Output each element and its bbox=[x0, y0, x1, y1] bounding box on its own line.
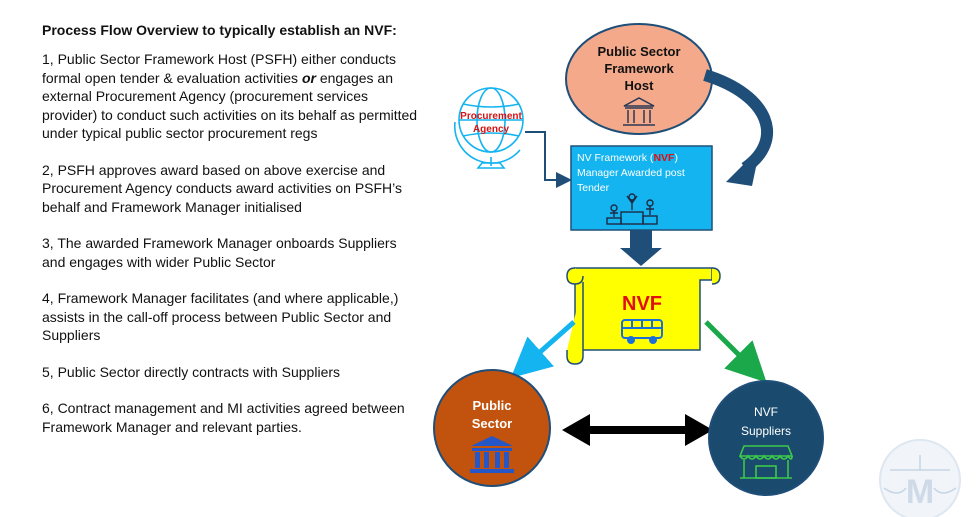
public-sector-label-1: Public bbox=[472, 398, 511, 413]
step-2: 2, PSFH approves award based on above ex… bbox=[42, 161, 403, 215]
nvf-to-suppliers-arrow bbox=[704, 320, 767, 383]
nvf-to-public-sector-arrow bbox=[510, 320, 576, 378]
agency-label-2: Agency bbox=[473, 124, 510, 135]
suppliers-label-2: Suppliers bbox=[741, 424, 791, 438]
watermark-logo: M bbox=[879, 439, 961, 517]
bidirectional-arrow bbox=[562, 414, 713, 446]
step-1-or: or bbox=[301, 69, 316, 86]
step-4: 4, Framework Manager facilitates (and wh… bbox=[42, 290, 399, 343]
public-sector-label-2: Sector bbox=[472, 416, 512, 431]
manager-label-1: NV Framework (NVF) bbox=[577, 152, 678, 164]
agency-to-manager-connector bbox=[525, 131, 572, 188]
framework-manager-node: NV Framework (NVF) Manager Awarded post … bbox=[570, 145, 713, 231]
step-1-rest: engages an external Procurement Agency (… bbox=[42, 69, 418, 142]
institution-icon bbox=[623, 97, 655, 126]
podium-icon bbox=[606, 193, 658, 225]
bus-icon bbox=[621, 319, 663, 344]
storefront-icon bbox=[738, 445, 794, 479]
manager-label-2: Manager Awarded post bbox=[577, 167, 685, 179]
nvf-suppliers-node: NVF Suppliers bbox=[708, 380, 824, 496]
manager-to-nvf-arrow bbox=[620, 230, 662, 266]
nvf-label: NVF bbox=[622, 293, 662, 315]
host-to-manager-arrow bbox=[703, 69, 774, 186]
step-5: 5, Public Sector directly contracts with… bbox=[42, 363, 341, 380]
public-sector-node: Public Sector bbox=[433, 369, 551, 487]
manager-label-3: Tender bbox=[577, 182, 610, 194]
step-1: 1, Public Sector Framework Host (PSFH) e… bbox=[42, 50, 422, 143]
suppliers-label-1: NVF bbox=[754, 405, 778, 419]
agency-label-1: Procurement bbox=[460, 111, 522, 122]
host-label-1: Public Sector bbox=[597, 44, 680, 59]
process-description: Process Flow Overview to typically estab… bbox=[42, 22, 422, 454]
logo-letter: M bbox=[906, 473, 934, 511]
framework-host-node: Public Sector Framework Host bbox=[565, 23, 713, 135]
host-label-3: Host bbox=[625, 78, 655, 93]
globe-icon bbox=[453, 87, 524, 169]
step-3: 3, The awarded Framework Manager onboard… bbox=[42, 235, 397, 270]
procurement-agency-node: Procurement Agency bbox=[453, 87, 524, 169]
step-6: 6, Contract management and MI activities… bbox=[42, 400, 405, 435]
host-label-2: Framework bbox=[604, 61, 674, 76]
step-1-text: 1, Public Sector Framework Host (PSFH) e… bbox=[42, 51, 397, 86]
institution-icon bbox=[470, 436, 514, 473]
nvf-scroll-node: NVF bbox=[566, 267, 721, 365]
process-heading: Process Flow Overview to typically estab… bbox=[42, 22, 397, 38]
